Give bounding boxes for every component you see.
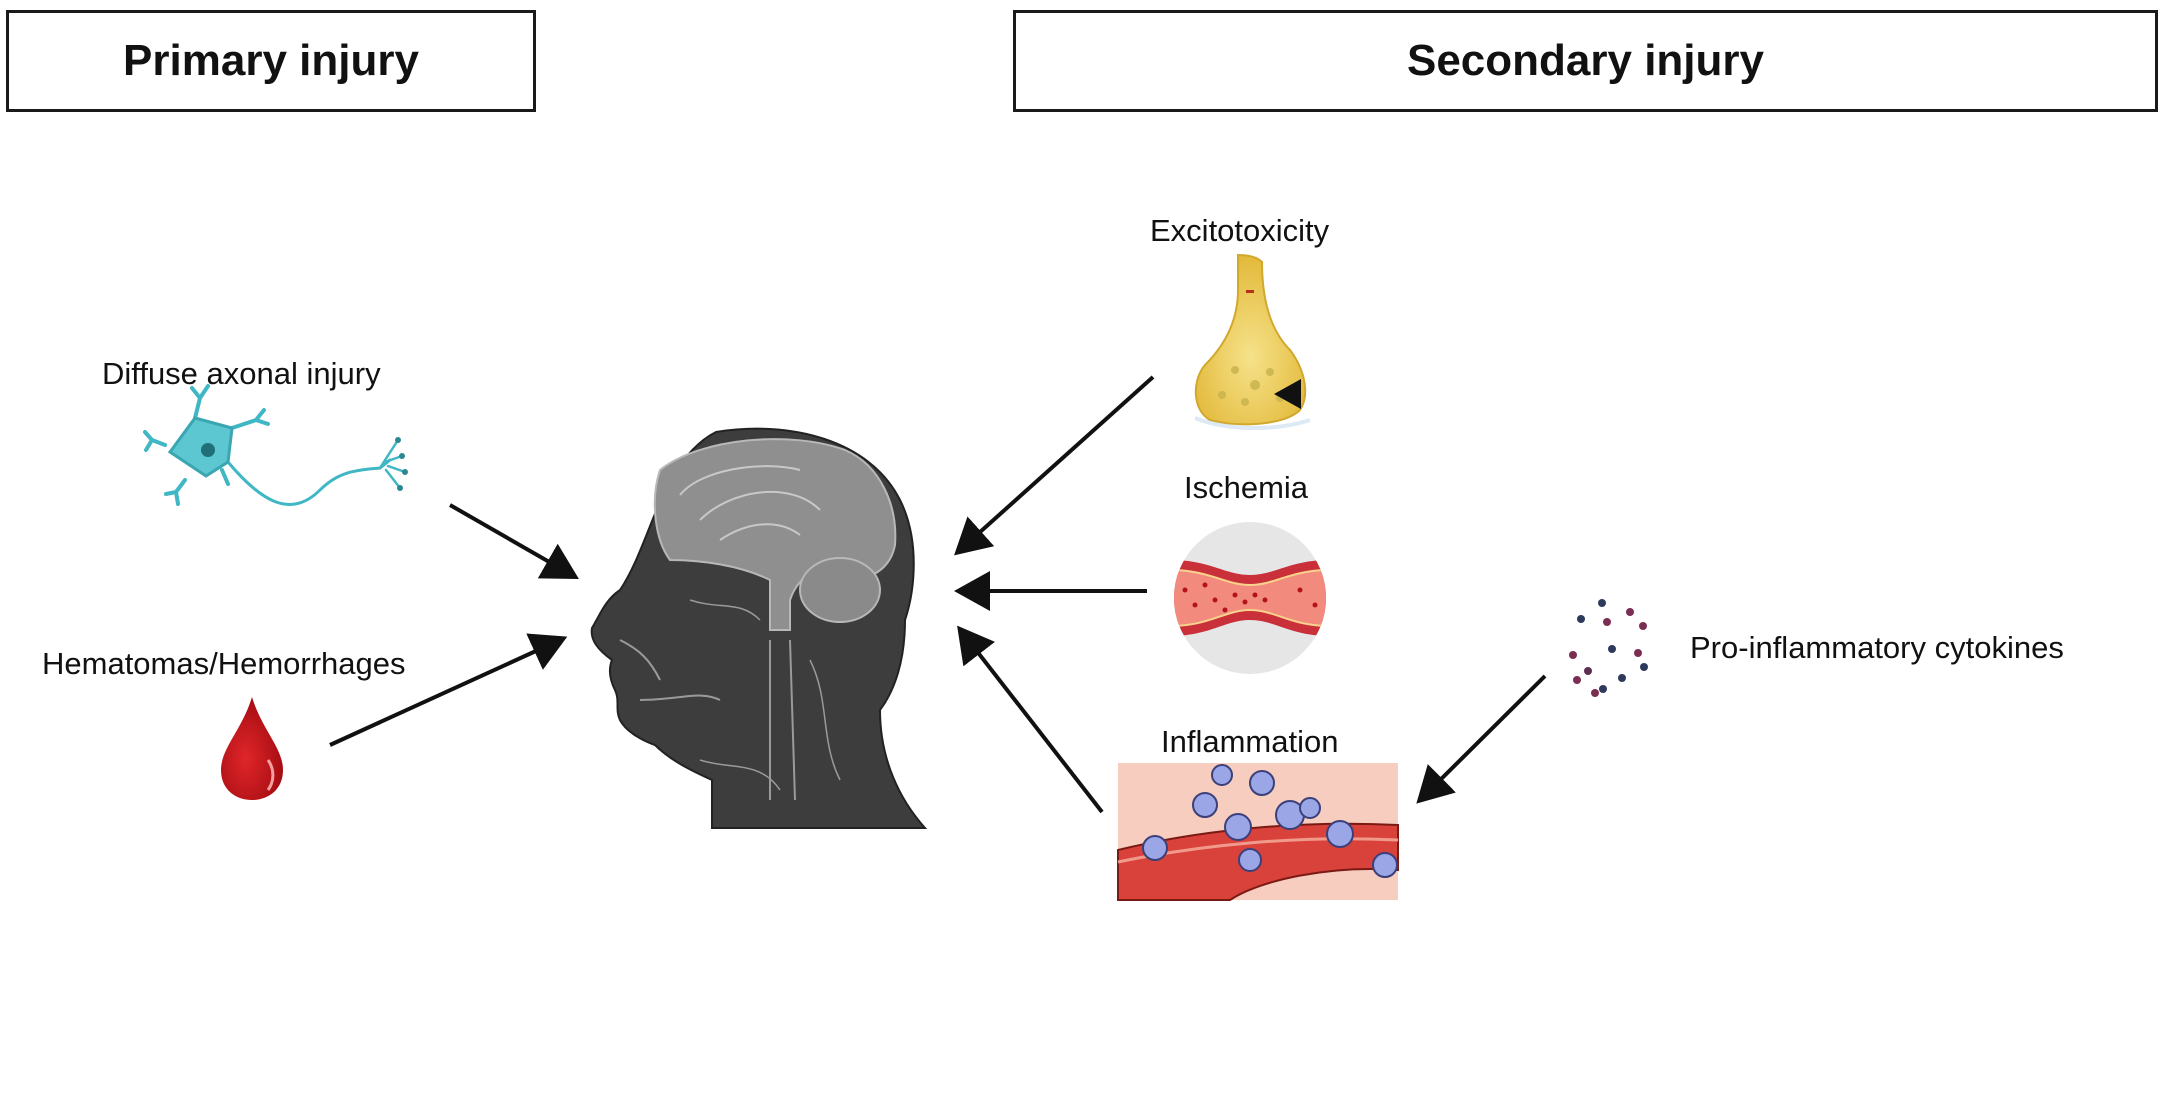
arrow-hemorrhage-to-head [329, 633, 568, 747]
pro-inflammatory-cytokines-label: Pro-inflammatory cytokines [1690, 630, 2064, 665]
primary-injury-title: Primary injury [123, 36, 419, 85]
arrow-axonal-to-head [449, 503, 579, 579]
inflamed-vessel-icon [1117, 763, 1399, 901]
secondary-injury-title: Secondary injury [1406, 36, 1764, 85]
narrowed-blood-vessel-icon [1174, 522, 1326, 674]
secondary-injury-header: Secondary injury [1013, 10, 2158, 112]
diffuse-axonal-injury-label: Diffuse axonal injury [102, 356, 381, 391]
hematomas-label: Hematomas/Hemorrhages [42, 646, 406, 681]
inflammation-label: Inflammation [1161, 724, 1339, 759]
neuron-icon [143, 384, 408, 507]
excitotoxicity-label: Excitotoxicity [1150, 213, 1330, 248]
cytokine-dots-icon [1569, 599, 1648, 697]
arrow-cytokines-to-inflammation [1416, 674, 1547, 804]
arrow-inflammation-to-head [957, 625, 1104, 814]
synapse-terminal-icon [1194, 253, 1311, 430]
ischemia-label: Ischemia [1184, 470, 1309, 505]
blood-drop-icon [221, 697, 283, 800]
arrow-excitotoxicity-to-head [954, 375, 1155, 556]
head-brain-icon [590, 427, 928, 829]
primary-injury-header: Primary injury [6, 10, 536, 112]
